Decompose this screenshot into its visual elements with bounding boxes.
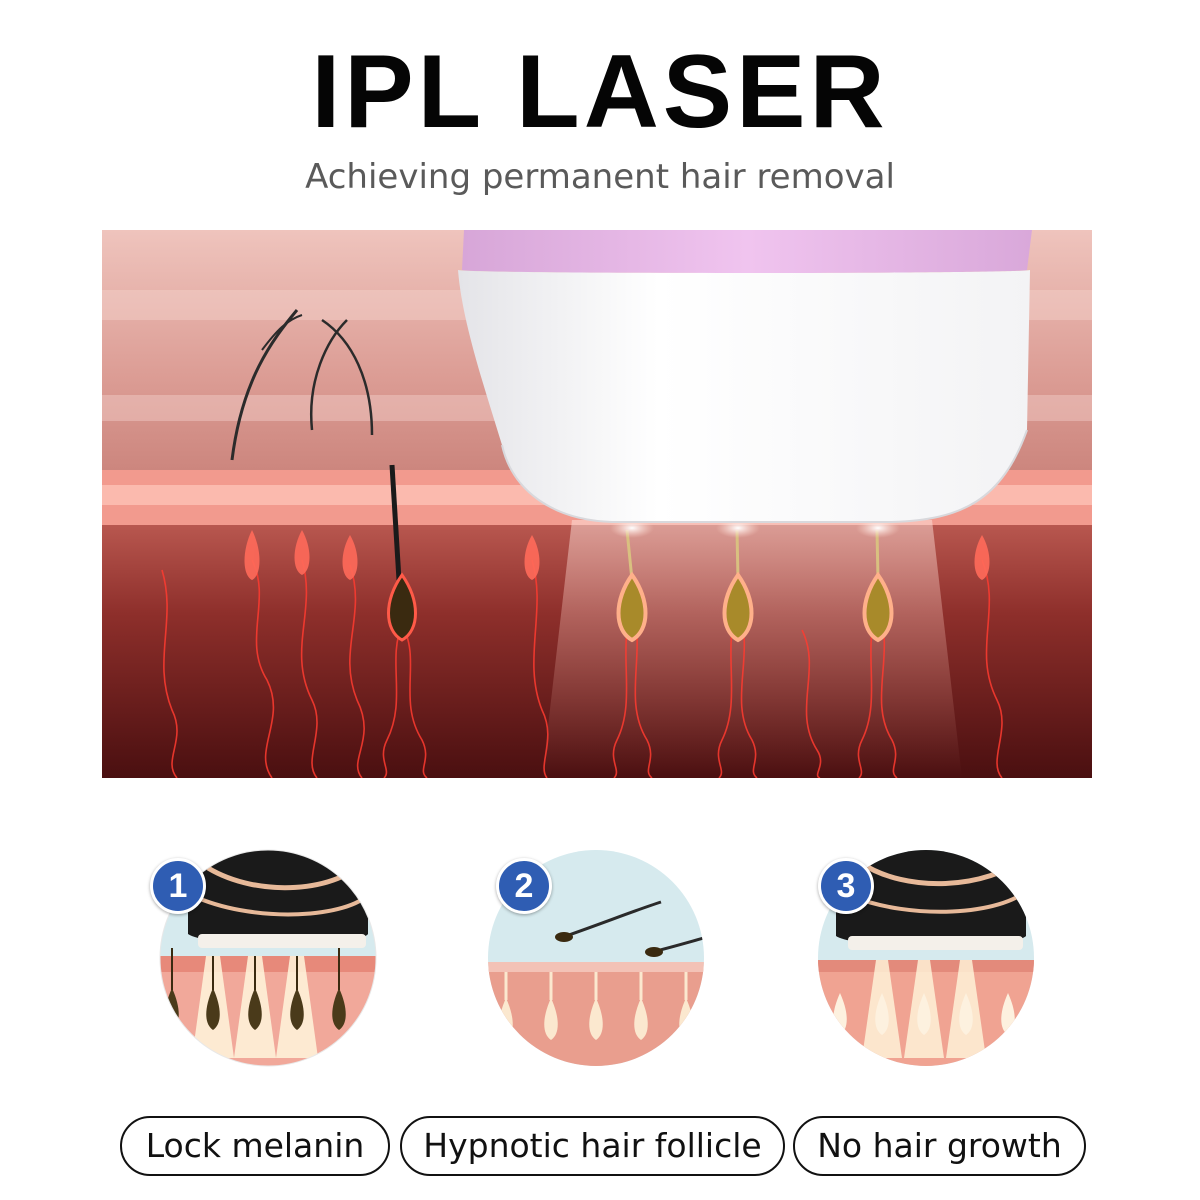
no-hair-growth-illustration (818, 850, 1034, 1066)
skin-cross-section-illustration (102, 230, 1092, 778)
step-label-no-hair-growth: No hair growth (793, 1116, 1086, 1176)
lock-melanin-illustration (159, 849, 377, 1067)
page-title: IPL LASER (311, 34, 889, 150)
step-lock-melanin: 1 (138, 838, 388, 1068)
page-subtitle: Achieving permanent hair removal (305, 157, 895, 197)
step-no-hair-growth: 3 (796, 838, 1046, 1068)
step-label-lock-melanin: Lock melanin (120, 1116, 390, 1176)
hero-illustration (102, 230, 1092, 778)
step-number-badge: 3 (818, 858, 874, 914)
step-hypnotic-hair-follicle: 2 (466, 838, 716, 1068)
step-number-badge: 1 (150, 858, 206, 914)
ipl-device-head (458, 230, 1032, 523)
step-label-hypnotic-hair-follicle: Hypnotic hair follicle (400, 1116, 785, 1176)
step-number-badge: 2 (496, 858, 552, 914)
